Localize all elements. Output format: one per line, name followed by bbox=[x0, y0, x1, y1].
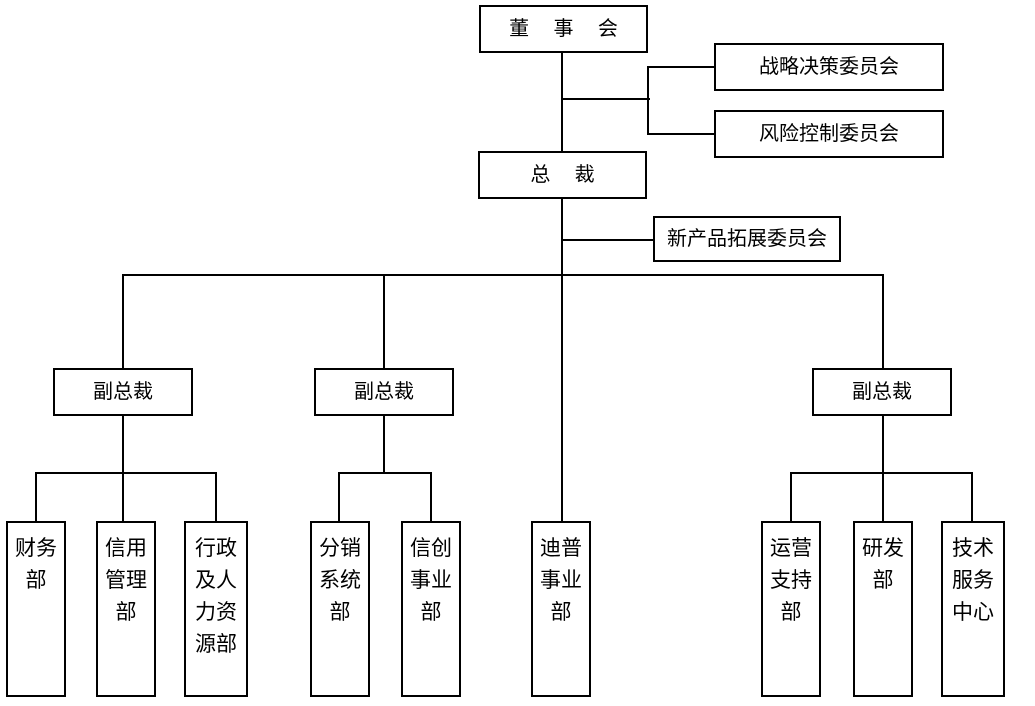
node-president-label: 总 裁 bbox=[530, 162, 604, 187]
connector-bus-to-vp-2 bbox=[383, 274, 385, 369]
node-new-product-development-committee[interactable]: 新产品拓展委员会 bbox=[653, 216, 841, 262]
node-president[interactable]: 总 裁 bbox=[478, 151, 647, 199]
bus-vp-level bbox=[123, 274, 884, 276]
node-new-product-development-committee-label: 新产品拓展委员会 bbox=[667, 226, 827, 251]
connector-board-to-president bbox=[561, 53, 563, 153]
node-dept-operations-support[interactable]: 运营支持部 bbox=[761, 521, 821, 697]
node-dept-research-and-development-label: 研发部 bbox=[862, 536, 904, 592]
connector-board-to-committees bbox=[561, 98, 650, 100]
node-vice-president-3-label: 副总裁 bbox=[852, 379, 912, 404]
connector-vp-3-drop bbox=[882, 415, 884, 474]
connector-to-dept-credit bbox=[122, 472, 124, 522]
connector-to-dept-rnd bbox=[882, 472, 884, 522]
node-board-of-directors[interactable]: 董 事 会 bbox=[479, 5, 648, 53]
connector-to-dept-finance bbox=[35, 472, 37, 522]
connector-president-spine bbox=[561, 199, 563, 522]
node-strategy-decision-committee[interactable]: 战略决策委员会 bbox=[714, 43, 944, 91]
bus-vp-1-departments bbox=[35, 472, 217, 474]
node-dept-admin-and-hr[interactable]: 行政及人力资源部 bbox=[184, 521, 248, 697]
node-dept-dptech-business-label: 迪普事业部 bbox=[540, 536, 582, 624]
node-dept-dptech-business[interactable]: 迪普事业部 bbox=[531, 521, 591, 697]
node-dept-finance-label: 财务部 bbox=[15, 536, 57, 592]
connector-vp-2-drop bbox=[383, 415, 385, 474]
connector-to-dept-admin-hr bbox=[215, 472, 217, 522]
connector-to-risk-committee bbox=[647, 133, 715, 135]
node-risk-control-committee-label: 风险控制委员会 bbox=[759, 121, 899, 146]
connector-committee-riser bbox=[647, 66, 649, 134]
node-dept-research-and-development[interactable]: 研发部 bbox=[853, 521, 913, 697]
connector-to-dept-distribution bbox=[338, 472, 340, 522]
connector-bus-to-vp-1 bbox=[122, 274, 124, 369]
node-vice-president-3[interactable]: 副总裁 bbox=[812, 368, 952, 416]
node-dept-credit-management-label: 信用管理部 bbox=[105, 536, 147, 624]
node-dept-finance[interactable]: 财务部 bbox=[6, 521, 66, 697]
node-dept-admin-and-hr-label: 行政及人力资源部 bbox=[195, 536, 237, 656]
connector-bus-to-vp-3 bbox=[882, 274, 884, 369]
node-dept-operations-support-label: 运营支持部 bbox=[770, 536, 812, 624]
connector-vp-1-drop bbox=[122, 415, 124, 474]
connector-to-new-product-committee bbox=[561, 239, 654, 241]
node-vice-president-1-label: 副总裁 bbox=[93, 379, 153, 404]
node-vice-president-1[interactable]: 副总裁 bbox=[53, 368, 193, 416]
connector-to-dept-tech-service bbox=[971, 472, 973, 522]
node-dept-xinchuang-business-label: 信创事业部 bbox=[410, 536, 452, 624]
node-dept-technical-service-center[interactable]: 技术服务中心 bbox=[941, 521, 1005, 697]
connector-to-dept-ops-support bbox=[790, 472, 792, 522]
bus-vp-3-departments bbox=[790, 472, 973, 474]
node-dept-distribution-system[interactable]: 分销系统部 bbox=[310, 521, 370, 697]
node-vice-president-2-label: 副总裁 bbox=[354, 379, 414, 404]
node-dept-credit-management[interactable]: 信用管理部 bbox=[96, 521, 156, 697]
node-risk-control-committee[interactable]: 风险控制委员会 bbox=[714, 110, 944, 158]
node-vice-president-2[interactable]: 副总裁 bbox=[314, 368, 454, 416]
connector-to-strategy-committee bbox=[647, 66, 715, 68]
node-dept-distribution-system-label: 分销系统部 bbox=[319, 536, 361, 624]
connector-to-dept-xinchuang bbox=[430, 472, 432, 522]
node-dept-technical-service-center-label: 技术服务中心 bbox=[952, 536, 994, 624]
node-strategy-decision-committee-label: 战略决策委员会 bbox=[759, 54, 899, 79]
bus-vp-2-departments bbox=[338, 472, 432, 474]
node-dept-xinchuang-business[interactable]: 信创事业部 bbox=[401, 521, 461, 697]
node-board-of-directors-label: 董 事 会 bbox=[509, 16, 627, 41]
